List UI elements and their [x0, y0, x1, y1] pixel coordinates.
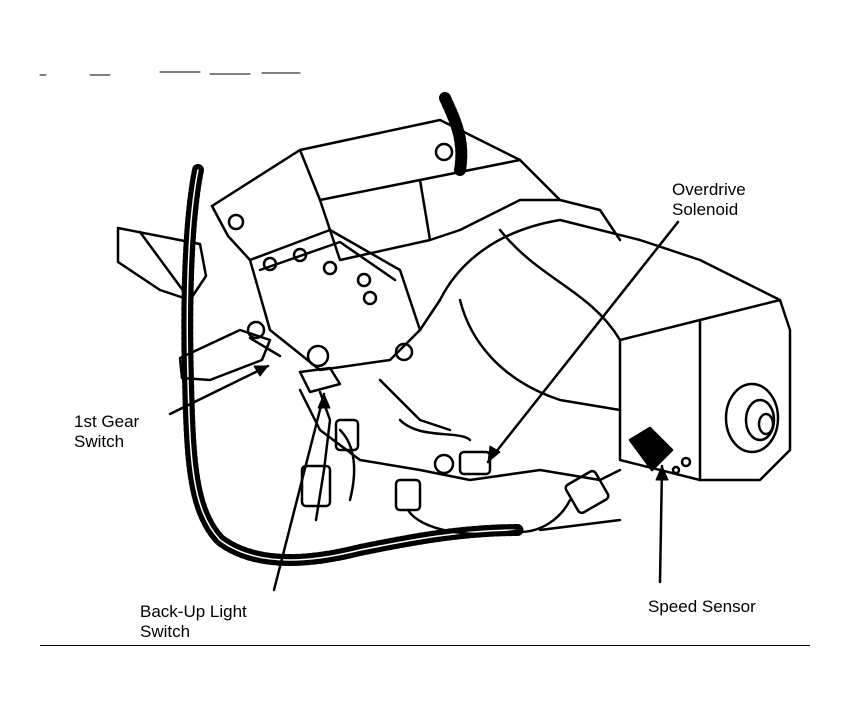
- bottom-rule: [40, 645, 810, 646]
- callout-overdrive-solenoid-line2: Solenoid: [672, 200, 739, 219]
- backup-light-switch-part: [298, 344, 342, 522]
- callout-first-gear-switch: 1st Gear Switch: [74, 412, 139, 452]
- callout-first-gear-switch-line1: 1st Gear: [74, 412, 140, 431]
- speed-sensor-part: [518, 426, 674, 534]
- tail-housing: [438, 218, 792, 482]
- arrow-heads: [253, 365, 669, 481]
- scan-artifacts: [39, 71, 301, 76]
- wiring-harness: [181, 92, 526, 566]
- callout-backup-light-switch: Back-Up Light Switch: [140, 602, 247, 642]
- callout-backup-light-switch-line1: Back-Up Light: [140, 602, 247, 621]
- callout-first-gear-switch-line2: Switch: [74, 432, 125, 451]
- overdrive-solenoid-part: [334, 342, 522, 536]
- callout-overdrive-solenoid: Overdrive Solenoid: [672, 180, 746, 220]
- transmission-case: [210, 118, 622, 372]
- callout-speed-sensor-line1: Speed Sensor: [648, 597, 756, 616]
- callout-backup-light-switch-line2: Switch: [140, 622, 191, 641]
- leader-lines: [168, 220, 680, 592]
- callout-speed-sensor: Speed Sensor: [648, 597, 756, 617]
- callout-overdrive-solenoid-line1: Overdrive: [672, 180, 746, 199]
- first-gear-switch-part: [178, 320, 282, 382]
- lower-case: [298, 388, 622, 532]
